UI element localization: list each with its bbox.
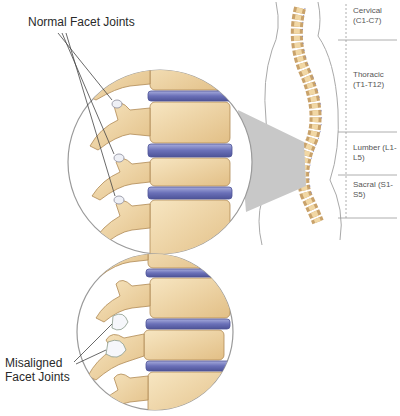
region-label: Sacral (S1-S5) [353,180,397,200]
region-label: Thoracic (T1-T12) [353,70,397,90]
region-label: Cervical (C1-C7) [353,6,397,26]
callout-label: Misaligned Facet Joints [5,356,85,385]
region-label: Lumber (L1-L5) [353,143,397,163]
leader-lines [58,33,115,364]
body-outline [259,2,341,245]
spine [297,8,322,222]
normal-vertebrae [88,50,232,260]
region-dividers [338,4,397,218]
misaligned-vertebrae [88,230,230,416]
callout-label: Normal Facet Joints [28,15,158,29]
